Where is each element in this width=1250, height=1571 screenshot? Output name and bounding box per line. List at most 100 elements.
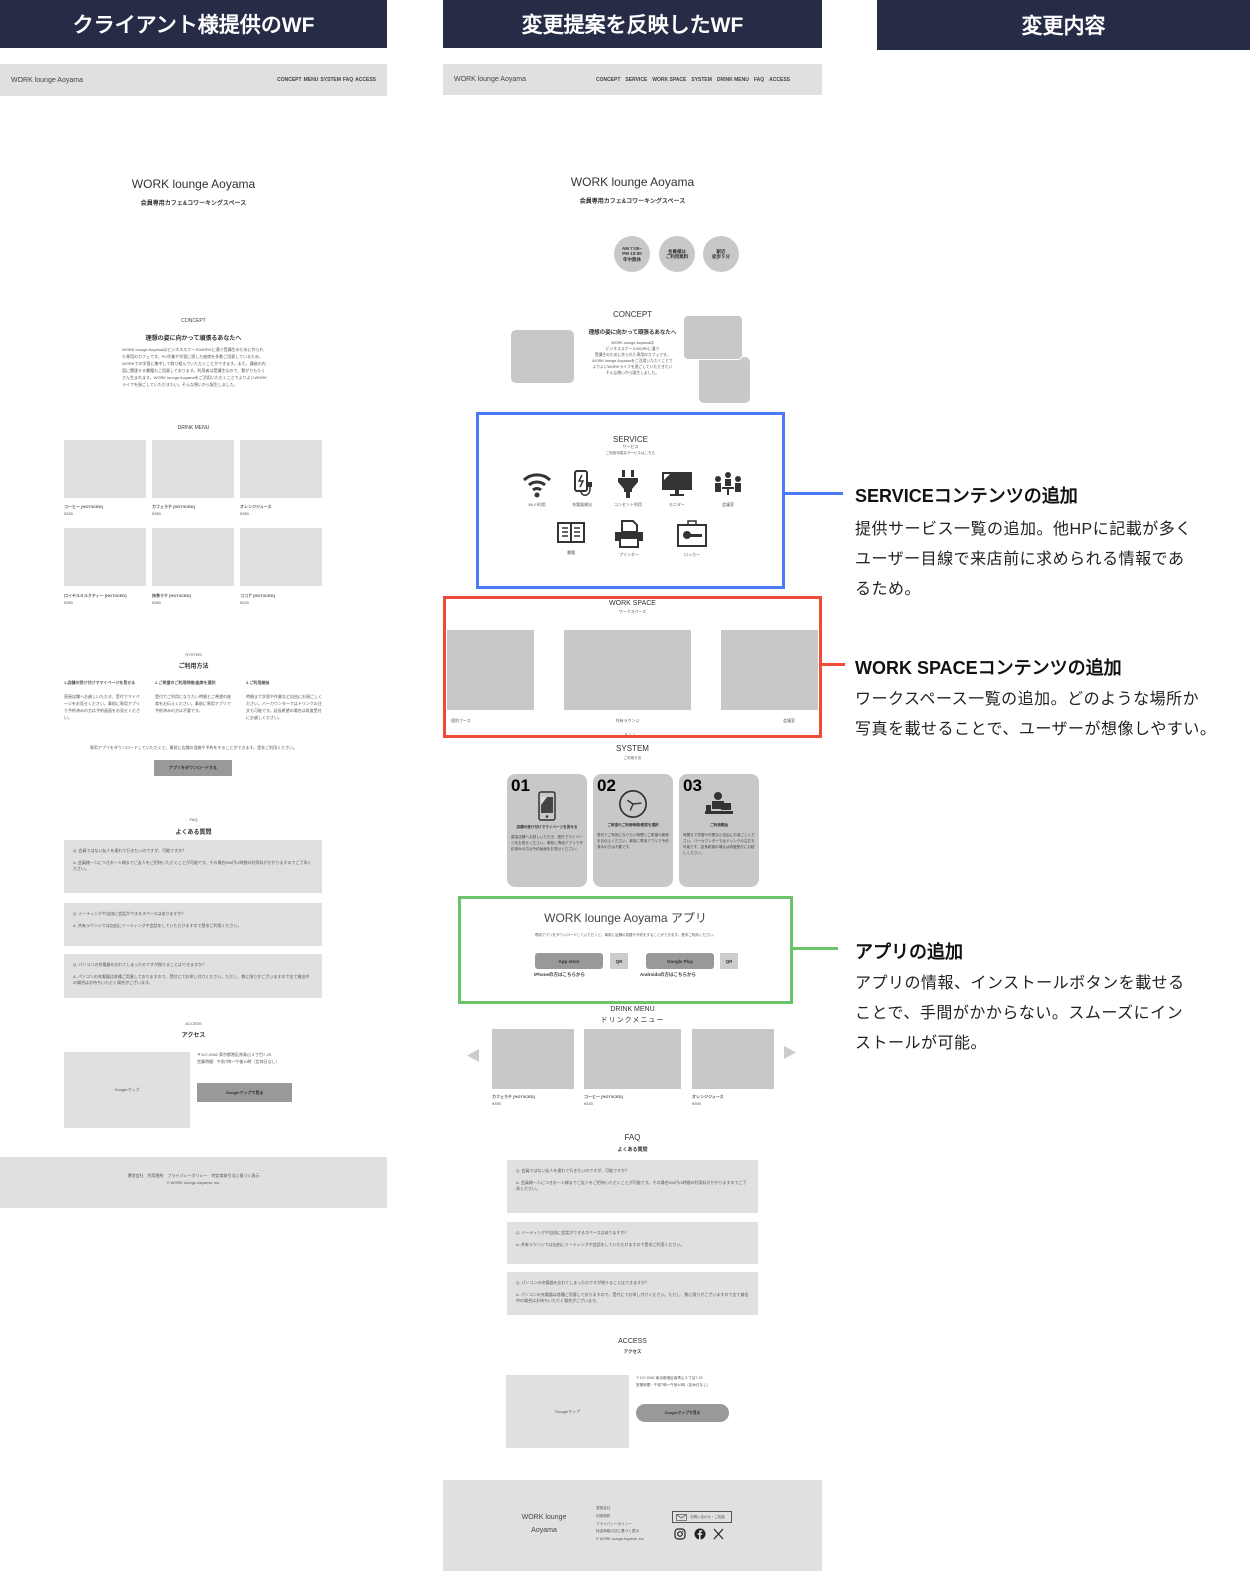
service-item-label: 充電器貸出: [572, 502, 592, 507]
nav-logo[interactable]: WORK lounge Aoyama: [11, 76, 83, 84]
nav-link-system[interactable]: SYSTEM: [320, 77, 341, 83]
faq-item[interactable]: Q. ミーティングや自由に会話ができるスペースはありますか？A. 共有ラウンジで…: [64, 903, 322, 946]
meeting-icon: [715, 472, 741, 495]
column-header-proposal: 変更提案を反映したWF: [443, 0, 822, 48]
access-label: ACCESS: [185, 1021, 202, 1026]
annotation-workspace-title: WORK SPACEコンテンツの追加: [855, 658, 1122, 678]
footer-link-company[interactable]: 運営会社: [596, 1506, 611, 1510]
service-item-meeting-room: 会議室: [706, 470, 750, 508]
drink-name: コーヒー [HOT/ICED]: [64, 504, 103, 509]
station-badge: 駅近 徒歩５分: [703, 236, 739, 272]
nav-link-menu[interactable]: MENU: [303, 77, 319, 83]
carousel-next-arrow-icon[interactable]: [784, 1046, 796, 1059]
google-map-button[interactable]: Googleマップで見る: [197, 1083, 292, 1102]
service-item-label: モニター: [669, 502, 685, 507]
drink-price: ¥380: [152, 600, 161, 605]
service-item-label: コンセント利用: [614, 502, 642, 507]
footer-link-privacy[interactable]: プライバシーポリシー: [596, 1521, 632, 1526]
google-play-button[interactable]: Google Play: [646, 953, 714, 969]
access-address: 〒107-0062 東京都港区南青山３丁目7-25: [197, 1052, 272, 1057]
nav-link-system[interactable]: SYSTEM: [691, 76, 712, 83]
footer-link-tokushoho[interactable]: 特定商取引法に基づく表示: [596, 1529, 640, 1534]
service-note: ご利用可能なサービスはこちら: [606, 451, 655, 455]
facebook-icon[interactable]: [694, 1528, 706, 1540]
step-number: 03: [683, 776, 702, 795]
annotation-app-body: アプリの情報、インストールボタンを載せる ことで、手間がかからない。スムーズにイ…: [855, 975, 1185, 1052]
instagram-icon[interactable]: [674, 1528, 686, 1540]
column-header-changes: 変更内容: [877, 0, 1250, 50]
nav-link-drink-menu[interactable]: DRINK MENU: [716, 76, 749, 83]
footer-links: 運営会社 利用規約 プライバシーポリシー 特定商取引法に基づく表示 © WORK…: [596, 1505, 644, 1544]
plug-icon: [618, 470, 638, 498]
faq-question: Q. 会員ではない友人を連れて行きたいのですが、可能ですか？: [73, 848, 187, 853]
service-item-locker: ロッカー: [670, 520, 714, 558]
drink-price: ¥320: [240, 600, 249, 605]
service-item-outlet: コンセント利用: [606, 470, 650, 508]
faq-item[interactable]: Q. パソコンの充電器を忘れてしまったのですが借りることはできますか？A. パソ…: [507, 1272, 758, 1315]
faq-answer: A. パソコンの充電器は各種ご用意しておりますので、受付にてお申し付けください。…: [73, 974, 310, 985]
google-play-qr: QR: [720, 953, 738, 969]
faq-item[interactable]: Q. パソコンの充電器を忘れてしまったのですが借りることはできますか？A. パソ…: [64, 954, 322, 998]
nav-logo[interactable]: WORK lounge Aoyama: [454, 76, 526, 83]
workspace-item-label: 会議室: [783, 718, 795, 723]
faq-answer: A. 共有ラウンジでは自由にミーティングや会話をしていただけますので是非ご利用く…: [516, 1242, 685, 1247]
proposal-navbar: WORK lounge Aoyama CONCEPT SERVICE WORK …: [443, 64, 822, 95]
google-map-placeholder[interactable]: Googleマップ: [64, 1052, 190, 1128]
drink-image: [240, 528, 322, 586]
monitor-icon: [662, 472, 692, 496]
annotation-service-body: 提供サービス一覧の追加。他HPに記載が多く ユーザー目線で来店前に求められる情報…: [855, 521, 1192, 598]
faq-heading: よくある質問: [617, 1147, 648, 1153]
footer-links[interactable]: 運営会社 利用規約 プライバシーポリシー 特定商取引法に基づく表示: [127, 1173, 260, 1178]
drink-name: ココア [HOT/ICED]: [240, 593, 275, 598]
service-item-printer: プリンター: [607, 520, 651, 558]
hero-title: WORK lounge Aoyama: [570, 175, 695, 189]
drink-image: [584, 1029, 681, 1089]
nav-link-concept[interactable]: CONCEPT: [277, 77, 302, 83]
carousel-dots[interactable]: [625, 733, 639, 735]
access-hours: 営業時間：午前7時〜午後10時（定休日なし）: [197, 1059, 280, 1064]
hours-badge: AM 7:00~ PM 10:00 年中無休: [614, 236, 650, 272]
concept-image: [699, 357, 750, 403]
faq-item[interactable]: Q. 会員ではない友人を連れて行きたいのですが、可能ですか？ A. 会員様一人につ…: [64, 840, 322, 893]
x-twitter-icon[interactable]: [713, 1528, 724, 1540]
access-heading: アクセス: [623, 1349, 642, 1354]
download-app-button[interactable]: アプリをダウンロードする: [154, 760, 232, 776]
nav-link-service[interactable]: SERVICE: [625, 76, 648, 83]
google-map-placeholder[interactable]: Googleマップ: [506, 1375, 629, 1448]
carousel-prev-arrow-icon[interactable]: [467, 1049, 479, 1062]
system-step-title: 1.店舗の受け付けでマイページを見せる: [64, 680, 136, 685]
faq-item[interactable]: Q. ミーティングや自由に会話ができるスペースはありますか？A. 共有ラウンジで…: [507, 1222, 758, 1264]
nav-link-faq[interactable]: FAQ: [753, 76, 765, 83]
nav-link-concept[interactable]: CONCEPT: [595, 76, 621, 83]
concept-body: WORK lounge AoyamaはビジネススクールWORKに通う受講生のため…: [122, 347, 267, 387]
app-store-button[interactable]: App store: [535, 953, 603, 969]
concept-label: CONCEPT: [612, 310, 653, 319]
faq-label: FAQ: [189, 817, 198, 822]
clock-icon: [619, 790, 647, 818]
drink-price: ¥350: [152, 511, 161, 516]
client-navbar: WORK lounge Aoyama CONCEPT MENU SYSTEM F…: [0, 64, 387, 96]
footer-link-terms[interactable]: 利用規約: [596, 1513, 611, 1518]
contact-button[interactable]: お問い合わせ・ご相談: [672, 1511, 732, 1523]
service-item-label: 会議室: [722, 502, 734, 507]
app-title: WORK lounge Aoyama アプリ: [544, 911, 707, 925]
system-step-title: 3.ご利用開始: [246, 680, 270, 685]
nav-link-access[interactable]: ACCESS: [355, 77, 376, 83]
iphone-caption: iPhoneの方はこちらから: [534, 972, 585, 977]
google-map-button[interactable]: Googleマップで見る: [636, 1404, 729, 1422]
drink-name: オレンジジュース: [692, 1094, 724, 1099]
drink-image: [492, 1029, 574, 1089]
service-connector-line: [784, 492, 843, 495]
nav-link-work-space[interactable]: WORK SPACE: [652, 76, 687, 83]
nav-link-faq[interactable]: FAQ: [342, 77, 354, 83]
footer-logo[interactable]: WORK lounge Aoyama: [521, 1514, 567, 1534]
faq-answer: A. 会員様一人につきお一人様までご友人をご招待いただくことが可能です。その場合…: [73, 860, 312, 871]
step-title: ご希望のご利用時間/座席を選択: [607, 823, 659, 827]
nav-link-access[interactable]: ACCESS: [769, 76, 790, 83]
hero-subtitle: 会員専用カフェ&コワーキングスペース: [579, 199, 686, 205]
access-hours: 営業時間：午前7時〜午後10時（定休日なし）: [636, 1383, 711, 1387]
faq-item[interactable]: Q. 会員ではない友人を連れて行きたいのですが、可能ですか？A. 会員様一人につ…: [507, 1160, 758, 1213]
drink-name: コーヒー [HOT/ICED]: [584, 1094, 623, 1099]
person-at-desk-icon: [705, 792, 733, 814]
proposal-footer: [443, 1480, 822, 1571]
